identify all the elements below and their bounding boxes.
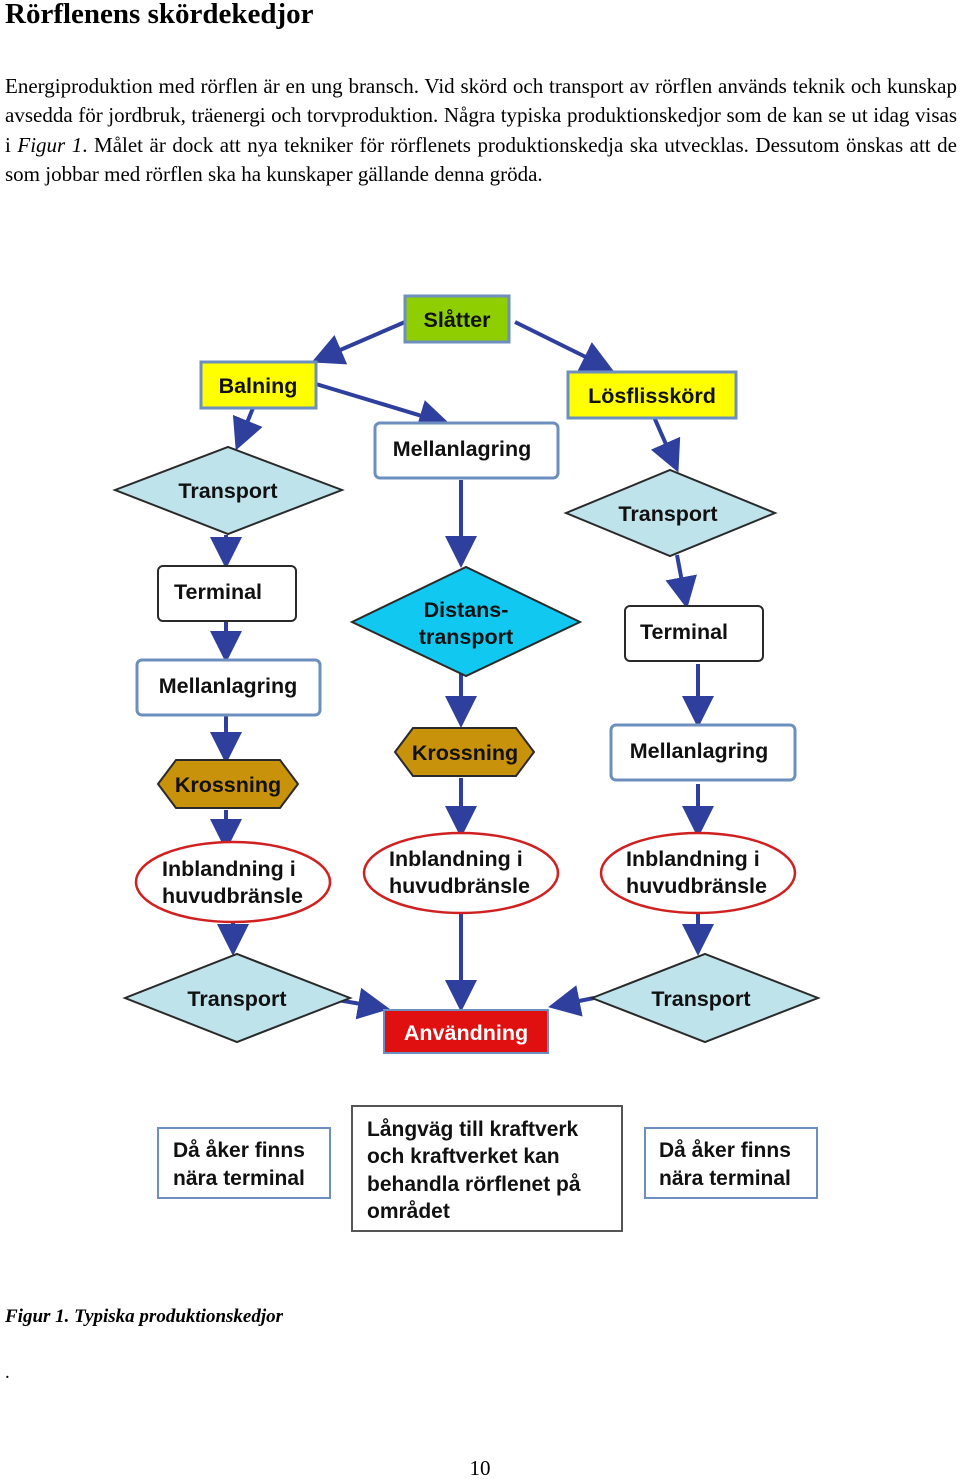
node-left-inblandning: Inblandning i huvudbränsle xyxy=(134,840,332,924)
node-left-transport-1: Transport xyxy=(112,445,345,536)
page-heading: Rörflenens skördekedjor xyxy=(5,0,314,30)
arrow-right-transport-anvandning xyxy=(548,985,595,1017)
svg-text:Lösflisskörd: Lösflisskörd xyxy=(588,384,716,408)
svg-text:nära terminal: nära terminal xyxy=(659,1167,791,1190)
node-right-inblandning: Inblandning i huvudbränsle xyxy=(599,831,797,915)
svg-text:Terminal: Terminal xyxy=(174,580,262,604)
node-mid-distanstransport: Distans- transport xyxy=(349,565,583,678)
svg-text:Mellanlagring: Mellanlagring xyxy=(393,437,532,461)
arrow-losflis-transport xyxy=(650,416,681,473)
arrow-balning-mellanlagring xyxy=(315,382,451,431)
svg-text:Transport: Transport xyxy=(618,502,717,526)
svg-text:Distans-: Distans- xyxy=(424,598,509,622)
stray-dot: . xyxy=(5,1362,10,1383)
svg-text:Användning: Användning xyxy=(404,1021,528,1045)
node-left-krossning: Krossning xyxy=(156,759,300,809)
svg-text:huvudbränsle: huvudbränsle xyxy=(162,884,303,908)
figure-reference: Figur 1 xyxy=(17,132,83,157)
note-left: Då åker finns nära terminal xyxy=(157,1127,331,1199)
svg-text:och kraftverket kan: och kraftverket kan xyxy=(367,1145,560,1168)
production-chain-flowchart: Slåtter Balning Lösflisskörd Transport T… xyxy=(112,294,821,1232)
node-right-transport-2: Transport xyxy=(589,952,821,1044)
node-left-mellanlagring: Mellanlagring xyxy=(135,658,322,717)
intro-paragraph: Energiproduktion med rörflen är en ung b… xyxy=(5,72,957,190)
svg-text:Långväg till kraftverk: Långväg till kraftverk xyxy=(367,1118,579,1141)
node-mid-inblandning: Inblandning i huvudbränsle xyxy=(362,831,560,915)
node-mid-anvandning: Användning xyxy=(383,1009,549,1054)
svg-text:behandla rörflenet på: behandla rörflenet på xyxy=(367,1173,581,1196)
paragraph-part-1: Energiproduktion med rörflen är en ung b… xyxy=(5,74,957,157)
svg-text:Krossning: Krossning xyxy=(175,773,281,797)
node-left-terminal: Terminal xyxy=(157,565,297,622)
svg-text:Mellanlagring: Mellanlagring xyxy=(159,674,298,698)
node-losflisskord: Lösflisskörd xyxy=(566,370,738,420)
svg-text:Transport: Transport xyxy=(178,479,277,503)
arrow-right-transport-terminal xyxy=(665,554,697,609)
svg-text:Mellanlagring: Mellanlagring xyxy=(630,739,769,763)
svg-text:Slåtter: Slåtter xyxy=(424,308,492,332)
note-middle: Långväg till kraftverk och kraftverket k… xyxy=(351,1105,623,1232)
svg-text:Inblandning i: Inblandning i xyxy=(626,847,760,871)
node-balning: Balning xyxy=(199,360,318,410)
svg-text:Transport: Transport xyxy=(187,987,286,1011)
node-right-terminal: Terminal xyxy=(624,605,764,662)
arrow-slatter-losflis xyxy=(514,320,614,371)
note-right: Då åker finns nära terminal xyxy=(644,1127,818,1199)
node-right-transport-1: Transport xyxy=(563,468,778,558)
node-mid-krossning: Krossning xyxy=(393,727,536,777)
svg-text:Krossning: Krossning xyxy=(412,741,518,765)
svg-text:huvudbränsle: huvudbränsle xyxy=(389,874,530,898)
node-slatter: Slåtter xyxy=(403,294,511,344)
figure-caption: Figur 1. Typiska produktionskedjor xyxy=(5,1306,284,1327)
arrow-slatter-balning xyxy=(311,320,406,365)
svg-text:området: området xyxy=(367,1200,450,1223)
svg-text:Transport: Transport xyxy=(651,987,750,1011)
arrow-balning-transport xyxy=(232,407,263,451)
node-left-transport-2: Transport xyxy=(122,952,353,1044)
svg-text:transport: transport xyxy=(419,625,513,649)
svg-text:Inblandning i: Inblandning i xyxy=(162,857,296,881)
svg-text:nära terminal: nära terminal xyxy=(173,1167,305,1190)
svg-text:Inblandning i: Inblandning i xyxy=(389,847,523,871)
svg-text:Då åker finns: Då åker finns xyxy=(173,1139,305,1162)
page-number: 10 xyxy=(469,1456,491,1480)
svg-text:Då åker finns: Då åker finns xyxy=(659,1139,791,1162)
node-right-mellanlagring: Mellanlagring xyxy=(609,723,797,782)
svg-text:Balning: Balning xyxy=(219,374,298,398)
flow-arrows xyxy=(210,320,714,1020)
svg-text:Terminal: Terminal xyxy=(640,620,728,644)
paragraph-part-2: . Målet är dock att nya tekniker för rör… xyxy=(5,132,957,187)
svg-text:huvudbränsle: huvudbränsle xyxy=(626,874,767,898)
node-mid-mellanlagring: Mellanlagring xyxy=(373,421,560,480)
